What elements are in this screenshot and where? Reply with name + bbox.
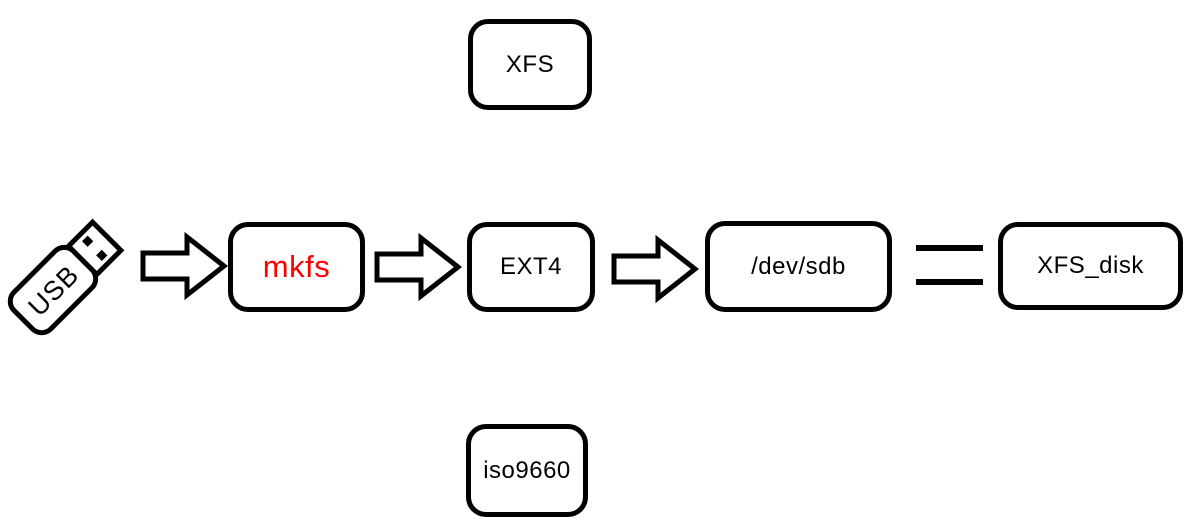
equals-bar-bottom (916, 279, 983, 285)
node-iso9660: iso9660 (466, 424, 588, 517)
arrow-mkfs-to-ext4 (374, 232, 463, 302)
node-ext4: EXT4 (467, 222, 595, 312)
node-mkfs: mkfs (228, 222, 365, 312)
arrow-ext4-to-devsdb (611, 234, 700, 304)
equals-bar-top (916, 245, 983, 251)
node-xfs: XFS (468, 19, 592, 110)
equals-sign (916, 245, 983, 285)
usb-drive-icon: USB (7, 218, 125, 336)
arrow-usb-to-mkfs (140, 231, 229, 301)
node-xfs-disk: XFS_disk (998, 222, 1183, 310)
usb-connector-pin (81, 235, 94, 247)
node-dev-sdb: /dev/sdb (705, 221, 892, 312)
usb-connector-shape (65, 218, 125, 278)
